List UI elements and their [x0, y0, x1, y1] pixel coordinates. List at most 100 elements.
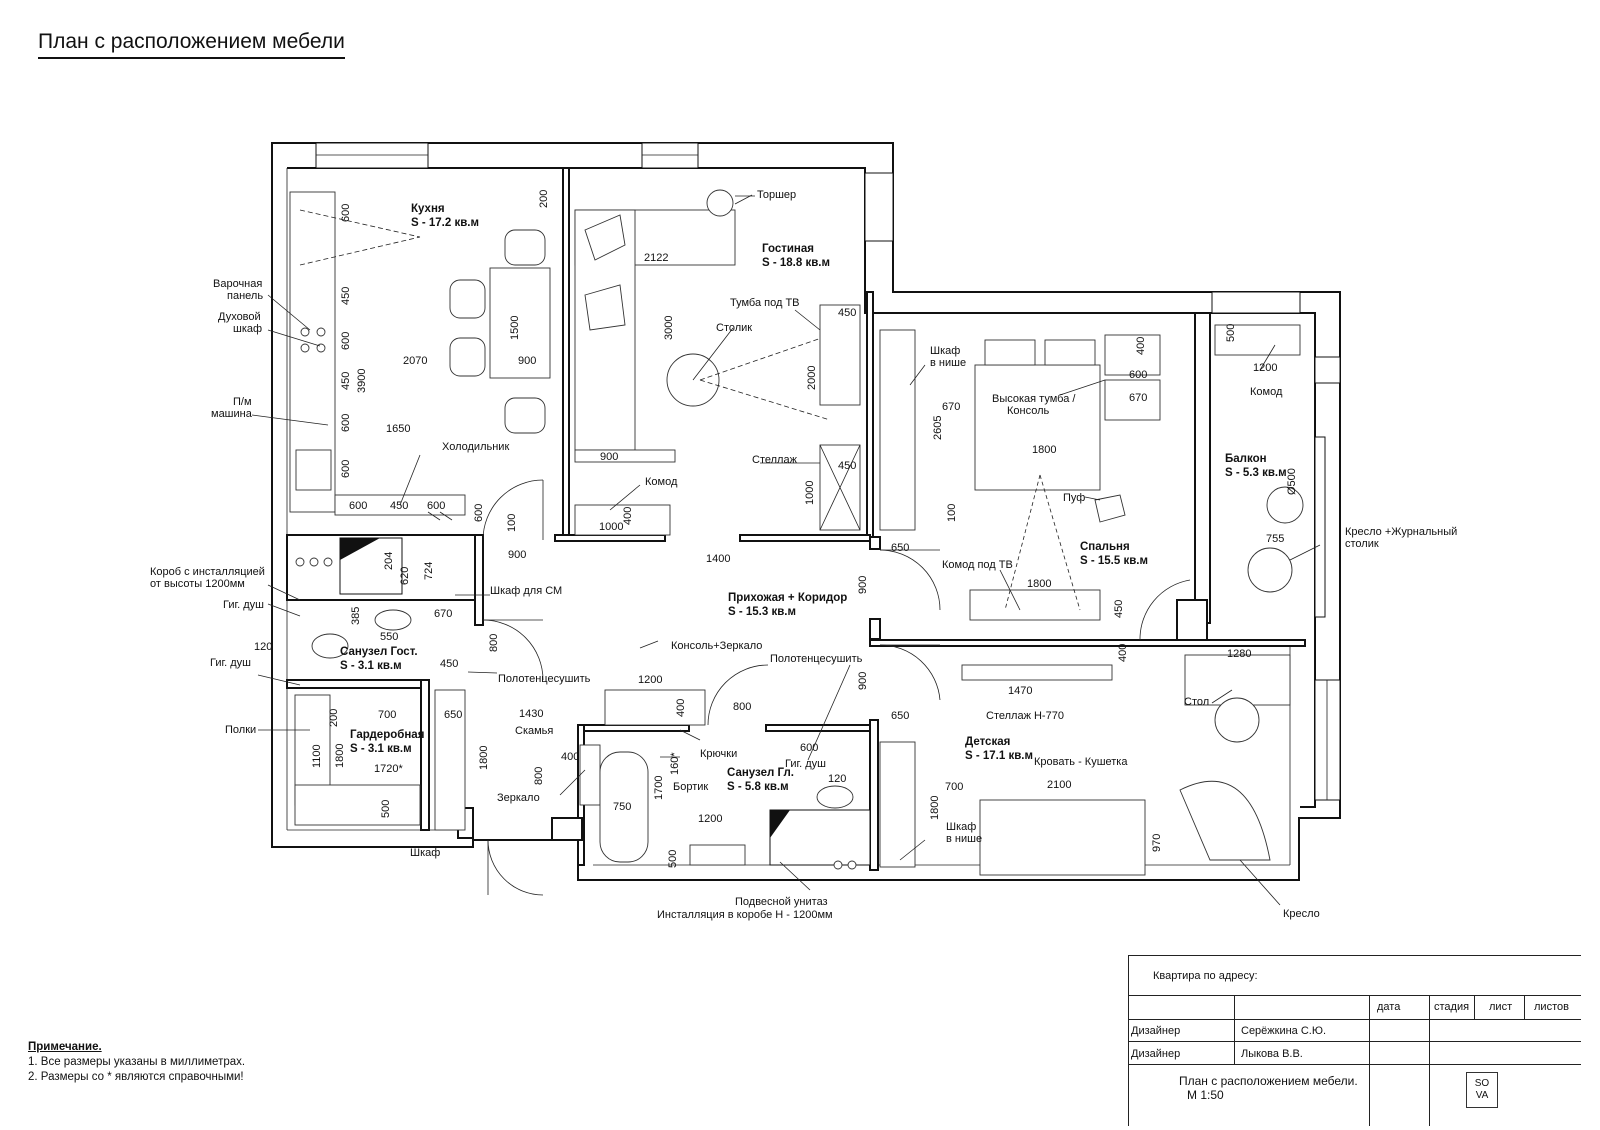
labels-puf: Пуф: [1063, 492, 1085, 504]
labels-unitaz-1: Подвесной унитаз: [735, 896, 828, 908]
dims-d500c: 500: [1225, 324, 1237, 342]
dims-d1800e: 1800: [929, 796, 941, 820]
labels-komod-tv: Комод под ТВ: [942, 559, 1013, 571]
room-area-kids: S - 17.1 кв.м: [965, 750, 1033, 762]
dims-d1200a: 1200: [638, 674, 662, 686]
dims-d500b: 500: [667, 850, 679, 868]
dims-d1800a: 1800: [334, 744, 346, 768]
dims-d650c: 650: [891, 710, 909, 722]
dims-d2100: 2100: [1047, 779, 1071, 791]
kids-room-furniture: [879, 654, 1291, 876]
labels-kreslo-zh-1: Кресло +Журнальный: [1345, 526, 1457, 538]
dims-d1200c: 1200: [1253, 362, 1277, 374]
dims-d800b: 800: [533, 767, 545, 785]
labels-komod-balk: Комод: [1250, 386, 1283, 398]
title-block: Квартира по адресу: дата стадия лист лис…: [1128, 955, 1581, 1126]
room-name-hall: Прихожая + Коридор: [728, 592, 847, 604]
dims-d970: 970: [1151, 834, 1163, 852]
notes-block: Примечание. 1. Все размеры указаны в мил…: [28, 1040, 245, 1085]
dims-d700b: 700: [945, 781, 963, 793]
room-name-guest-bath: Санузел Гост.: [340, 646, 418, 658]
dims-d100a: 100: [506, 514, 518, 532]
labels-shkaf-sm: Шкаф для СМ: [490, 585, 562, 597]
dims-d900b: 900: [508, 549, 526, 561]
labels-gig-dush-2: Гиг. душ: [210, 657, 251, 669]
room-area-bedroom: S - 15.5 кв.м: [1080, 555, 1148, 567]
labels-bortik: Бортик: [673, 781, 708, 793]
dims-d120a: 120: [254, 641, 272, 653]
room-area-balcony: S - 5.3 кв.м: [1225, 467, 1287, 479]
dims-d400d: 400: [1135, 337, 1147, 355]
room-name-bedroom: Спальня: [1080, 541, 1130, 553]
labels-kreslo-zh-2: столик: [1345, 538, 1379, 550]
stamp-col-sheets: листов: [1534, 1001, 1569, 1013]
dims-d600e: 600: [349, 500, 367, 512]
labels-unitaz-2: Инсталляция в коробе Н - 1200мм: [657, 909, 833, 921]
living-room-furniture: [574, 189, 861, 536]
dims-d700a: 700: [378, 709, 396, 721]
labels-kreslo: Кресло: [1283, 908, 1320, 920]
dims-d1280: 1280: [1227, 648, 1251, 660]
stamp-role-1: Дизайнер: [1131, 1025, 1181, 1037]
dims-d670a: 670: [434, 608, 452, 620]
labels-shkaf-nishe-2b: в нише: [946, 833, 982, 845]
stamp-col-date: дата: [1377, 1001, 1401, 1013]
dims-d600c: 600: [340, 414, 352, 432]
dims-d670c: 670: [942, 401, 960, 413]
dims-d2070: 2070: [403, 355, 427, 367]
dims-d450a: 450: [340, 287, 352, 305]
labels-shkaf-bottom: Шкаф: [410, 847, 440, 859]
dims-d600b: 600: [340, 332, 352, 350]
dims-d3000: 3000: [663, 316, 675, 340]
labels-holodilnik: Холодильник: [442, 441, 509, 453]
room-name-balcony: Балкон: [1225, 453, 1267, 465]
dims-d450b: 450: [340, 372, 352, 390]
dims-d900d: 900: [857, 576, 869, 594]
dims-d600a: 600: [340, 204, 352, 222]
dims-d450c: 450: [390, 500, 408, 512]
labels-stol: Стол: [1184, 696, 1209, 708]
labels-shkaf-nishe-1a: Шкаф: [930, 345, 960, 357]
labels-komod-gost: Комод: [645, 476, 678, 488]
dims-d450d: 450: [838, 307, 856, 319]
room-area-living: S - 18.8 кв.м: [762, 257, 830, 269]
stamp-sheet-title: План с расположением мебели.: [1179, 1074, 1358, 1088]
labels-polotenc-2: Полотенцесушить: [770, 653, 863, 665]
labels-korob-2: от высоты 1200мм: [150, 578, 245, 590]
dimension-labels: 600 200 450 600 450 3900 600 600 1500 20…: [254, 190, 1298, 868]
dims-d600h: 600: [800, 742, 818, 754]
stamp-address: Квартира по адресу:: [1153, 970, 1258, 982]
dims-d900a: 900: [518, 355, 536, 367]
room-name-living: Гостиная: [762, 243, 814, 255]
leader-lines: [251, 194, 1321, 906]
dims-d600g: 600: [473, 504, 485, 522]
dims-d1430: 1430: [519, 708, 543, 720]
room-area-kitchen: S - 17.2 кв.м: [411, 217, 479, 229]
dims-d800a: 800: [488, 634, 500, 652]
page-title: План с расположением мебели: [38, 30, 345, 59]
dims-d200b: 200: [328, 709, 340, 727]
dims-d750: 750: [613, 801, 631, 813]
labels-pm-1: П/м: [233, 396, 252, 408]
labels-polki: Полки: [225, 724, 256, 736]
stamp-col-sheet: лист: [1489, 1001, 1513, 1013]
room-area-guest-bath: S - 3.1 кв.м: [340, 660, 402, 672]
room-name-main-bath: Санузел Гл.: [727, 767, 794, 779]
dims-d1800d: 1800: [1027, 578, 1051, 590]
dims-d450g: 450: [1113, 600, 1125, 618]
room-area-main-bath: S - 5.8 кв.м: [727, 781, 789, 793]
dims-d755: 755: [1266, 533, 1284, 545]
labels-varochnaya-2: панель: [227, 290, 263, 302]
labels-krovat: Кровать - Кушетка: [1034, 756, 1128, 768]
labels-duhovoy-1: Духовой: [218, 311, 261, 323]
dims-d1500: 1500: [509, 316, 521, 340]
sova-logo: SO VA: [1466, 1072, 1498, 1108]
labels-shkaf-nishe-1b: в нише: [930, 357, 966, 369]
labels-konsol-zerkalo: Консоль+Зеркало: [671, 640, 762, 652]
labels-varochnaya-1: Варочная: [213, 278, 262, 290]
room-labels: Кухня S - 17.2 кв.м Гостиная S - 18.8 кв…: [340, 203, 1287, 793]
dims-d1650: 1650: [386, 423, 410, 435]
dims-d1800c: 1800: [1032, 444, 1056, 456]
dims-d1400: 1400: [706, 553, 730, 565]
